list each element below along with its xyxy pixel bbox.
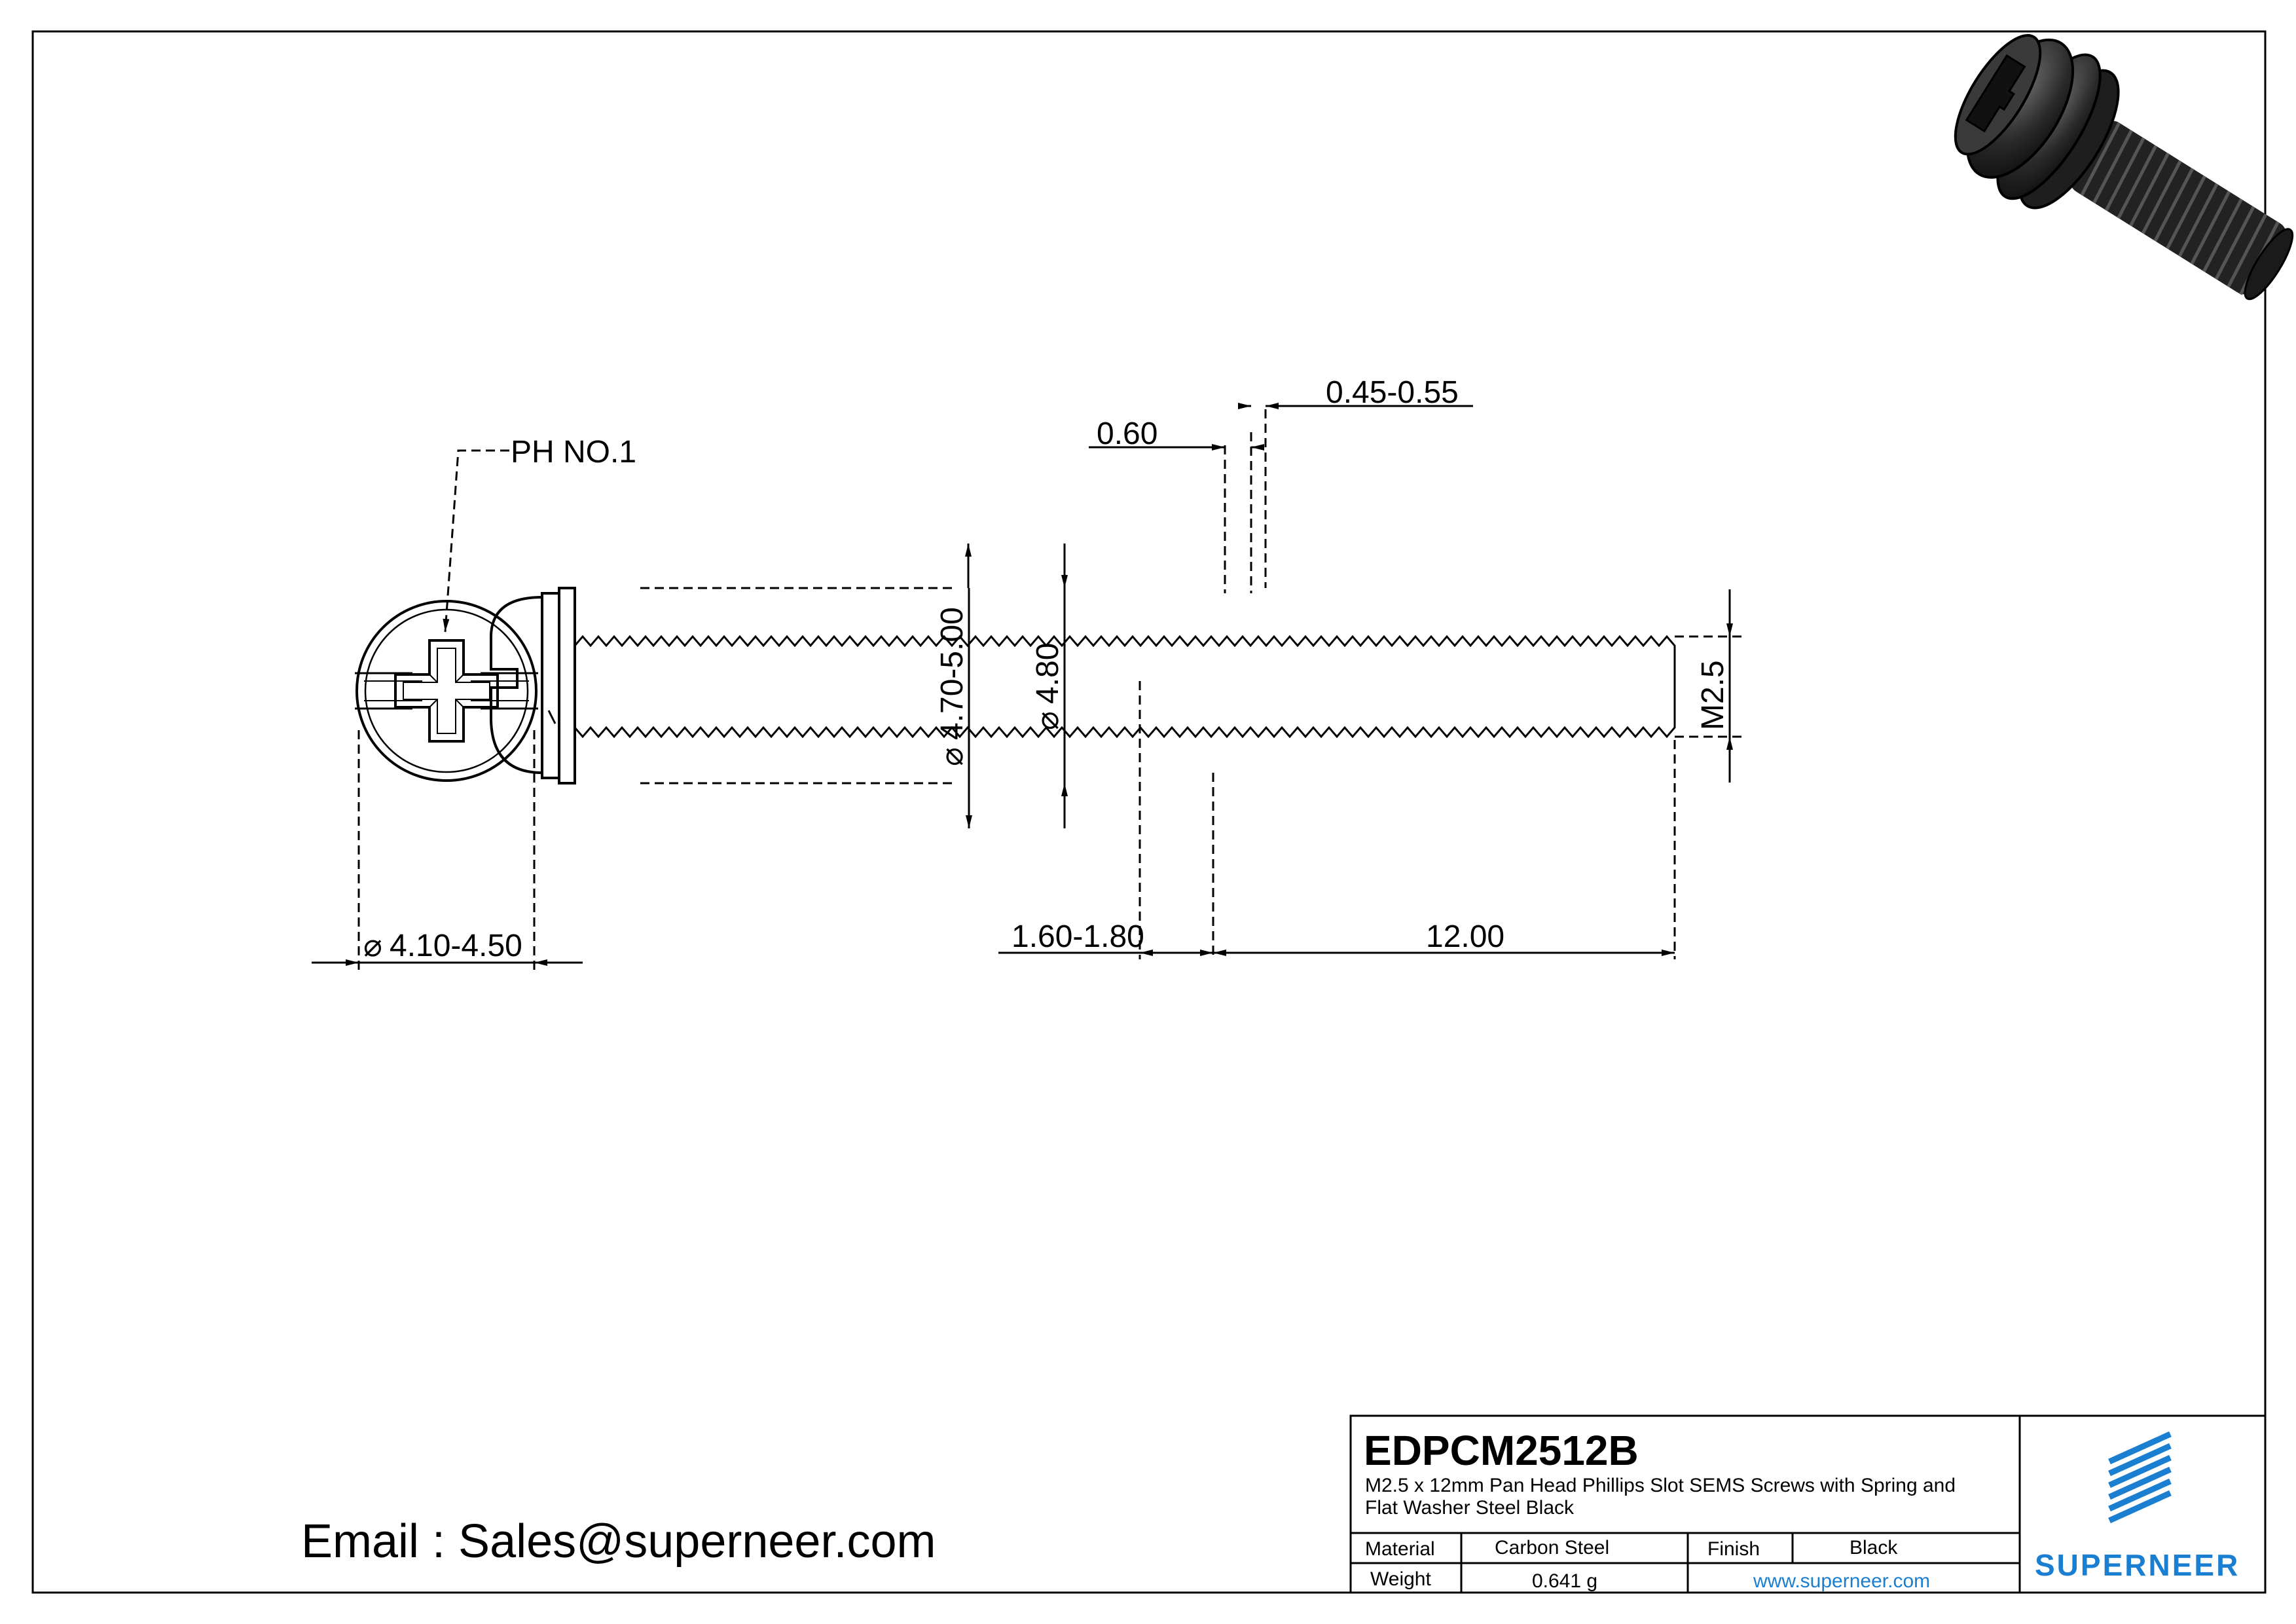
website-link[interactable]: www.superneer.com — [1753, 1570, 1930, 1592]
material-value: Carbon Steel — [1495, 1537, 1609, 1559]
brand-name: SUPERNEER — [2035, 1548, 2240, 1582]
side-view — [490, 587, 1676, 784]
thread-label: M2.5 — [1696, 660, 1730, 730]
drawing-border — [31, 30, 2267, 1594]
finish-label: Finish — [1707, 1538, 1760, 1560]
description-line1: M2.5 x 12mm Pan Head Phillips Slot SEMS … — [1365, 1475, 1956, 1496]
head-diameter-dimension — [312, 730, 583, 972]
drive-callout: PH NO.1 — [443, 435, 636, 633]
top-view — [355, 600, 538, 782]
title-block — [1349, 1414, 2267, 1594]
material-label: Material — [1365, 1538, 1435, 1560]
spring-od-symbol: ⌀ — [1030, 711, 1065, 730]
washer-thickness-label: 0.45-0.55 — [1326, 375, 1459, 410]
weight-label: Weight — [1370, 1568, 1431, 1590]
superneer-logo-icon — [2108, 1431, 2172, 1524]
thread-profile — [574, 635, 1676, 739]
drive-label: PH NO.1 — [511, 435, 636, 470]
head-diameter-value: 4.10-4.50 — [390, 929, 522, 963]
part-number: EDPCM2512B — [1364, 1427, 1639, 1474]
description-line2: Flat Washer Steel Black — [1365, 1497, 1575, 1519]
email-contact[interactable]: Email : Sales@superneer.com — [301, 1515, 936, 1568]
head-diameter-symbol: ⌀ — [363, 929, 382, 963]
spring-od-label: 4.80 — [1030, 643, 1065, 704]
head-height-label: 1.60-1.80 — [1011, 919, 1144, 954]
screw-3d-render-icon — [1954, 33, 2294, 301]
spring-thickness-label: 0.60 — [1097, 416, 1157, 451]
washer-od-label: 4.70-5.00 — [935, 607, 970, 740]
length-label: 12.00 — [1426, 919, 1504, 954]
washer-od-symbol: ⌀ — [935, 747, 970, 766]
weight-value: 0.641 g — [1532, 1570, 1597, 1592]
side-dimensions — [640, 403, 1741, 959]
finish-value: Black — [1850, 1537, 1898, 1559]
